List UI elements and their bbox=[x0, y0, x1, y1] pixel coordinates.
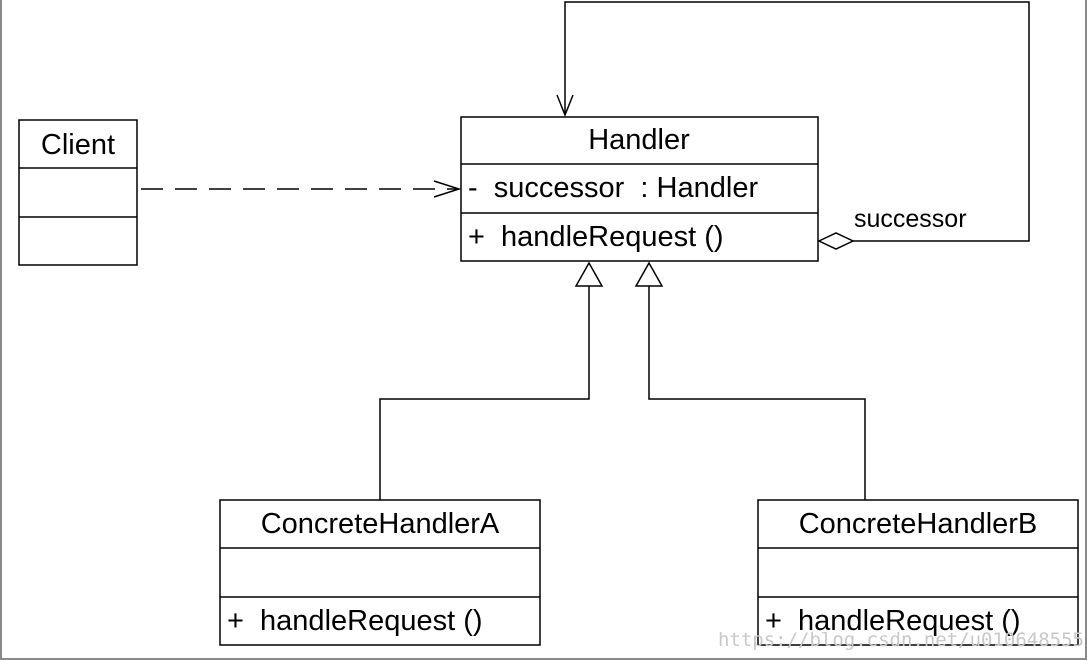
class-handler-attribute: - successor : Handler bbox=[468, 172, 758, 204]
class-concrete-handler-a-operation: + handleRequest () bbox=[227, 605, 483, 637]
watermark-text: https://blog.csdn.net/u010648555 bbox=[718, 629, 1084, 651]
generalization-connector-b bbox=[634, 261, 866, 500]
class-concrete-handler-b-box bbox=[757, 499, 1079, 646]
dependency-connector bbox=[141, 180, 462, 198]
successor-role-label: successor bbox=[854, 205, 967, 233]
generalization-line-a bbox=[379, 286, 590, 500]
class-client-box bbox=[18, 119, 138, 266]
self-aggregation-connector: successor bbox=[556, 1, 1030, 250]
class-client[interactable]: Client bbox=[18, 119, 138, 266]
class-client-name: Client bbox=[41, 129, 115, 161]
class-concrete-handler-a[interactable]: ConcreteHandlerA + handleRequest () bbox=[219, 499, 541, 646]
dependency-arrowhead bbox=[433, 180, 462, 198]
aggregation-diamond bbox=[817, 232, 855, 250]
generalization-connector-a bbox=[379, 261, 604, 500]
class-concrete-handler-a-box bbox=[219, 499, 541, 646]
class-handler-name: Handler bbox=[588, 124, 690, 156]
class-concrete-handler-a-name: ConcreteHandlerA bbox=[261, 508, 500, 540]
generalization-line-b bbox=[648, 286, 866, 500]
class-handler[interactable]: Handler - successor : Handler + handleRe… bbox=[460, 116, 819, 262]
generalization-triangle-a bbox=[574, 261, 604, 287]
class-concrete-handler-b-operation: + handleRequest () bbox=[765, 605, 1021, 637]
class-concrete-handler-b[interactable]: ConcreteHandlerB + handleRequest () bbox=[757, 499, 1079, 646]
class-handler-box bbox=[460, 116, 819, 262]
generalization-triangle-b bbox=[634, 261, 664, 287]
class-handler-operation: + handleRequest () bbox=[468, 221, 724, 253]
self-aggregation-line bbox=[564, 1, 1030, 242]
self-aggregation-arrowhead bbox=[556, 94, 574, 118]
class-concrete-handler-b-name: ConcreteHandlerB bbox=[799, 508, 1038, 540]
